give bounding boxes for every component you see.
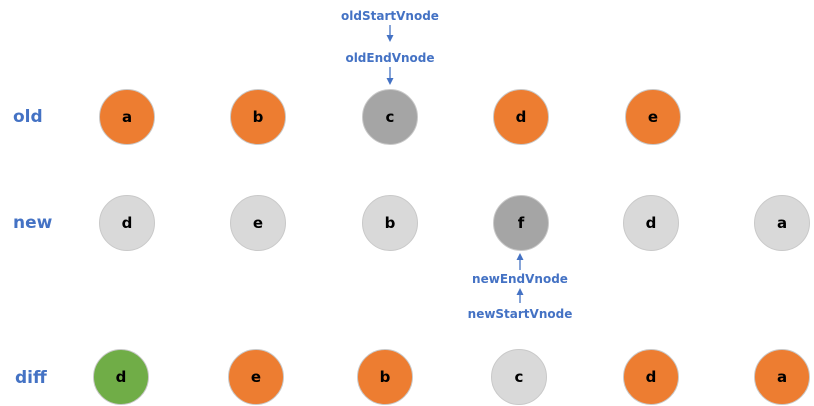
diff-node: d: [93, 349, 149, 405]
old-start-down-arrow-icon: [386, 25, 394, 42]
new-node: d: [99, 195, 155, 251]
row-label-old: old: [13, 107, 43, 127]
old-node: c: [362, 89, 418, 145]
new-end-vnode-label: newEndVnode: [472, 272, 568, 286]
old-node: a: [99, 89, 155, 145]
new-start-up-arrow-icon: [516, 288, 524, 303]
diff-node: d: [623, 349, 679, 405]
new-node: d: [623, 195, 679, 251]
diff-node: b: [357, 349, 413, 405]
new-node: f: [493, 195, 549, 251]
new-start-vnode-label: newStartVnode: [467, 307, 573, 321]
diff-node: c: [491, 349, 547, 405]
row-label-diff: diff: [15, 368, 47, 388]
old-node: d: [493, 89, 549, 145]
old-node: b: [230, 89, 286, 145]
old-start-vnode-label: oldStartVnode: [341, 9, 439, 23]
new-node: a: [754, 195, 810, 251]
old-node: e: [625, 89, 681, 145]
new-end-up-arrow-icon: [516, 253, 524, 270]
old-end-down-arrow-icon: [386, 67, 394, 85]
row-label-new: new: [13, 213, 53, 233]
new-node: b: [362, 195, 418, 251]
diff-node: a: [754, 349, 810, 405]
new-node: e: [230, 195, 286, 251]
diff-node: e: [228, 349, 284, 405]
old-end-vnode-label: oldEndVnode: [345, 51, 435, 65]
